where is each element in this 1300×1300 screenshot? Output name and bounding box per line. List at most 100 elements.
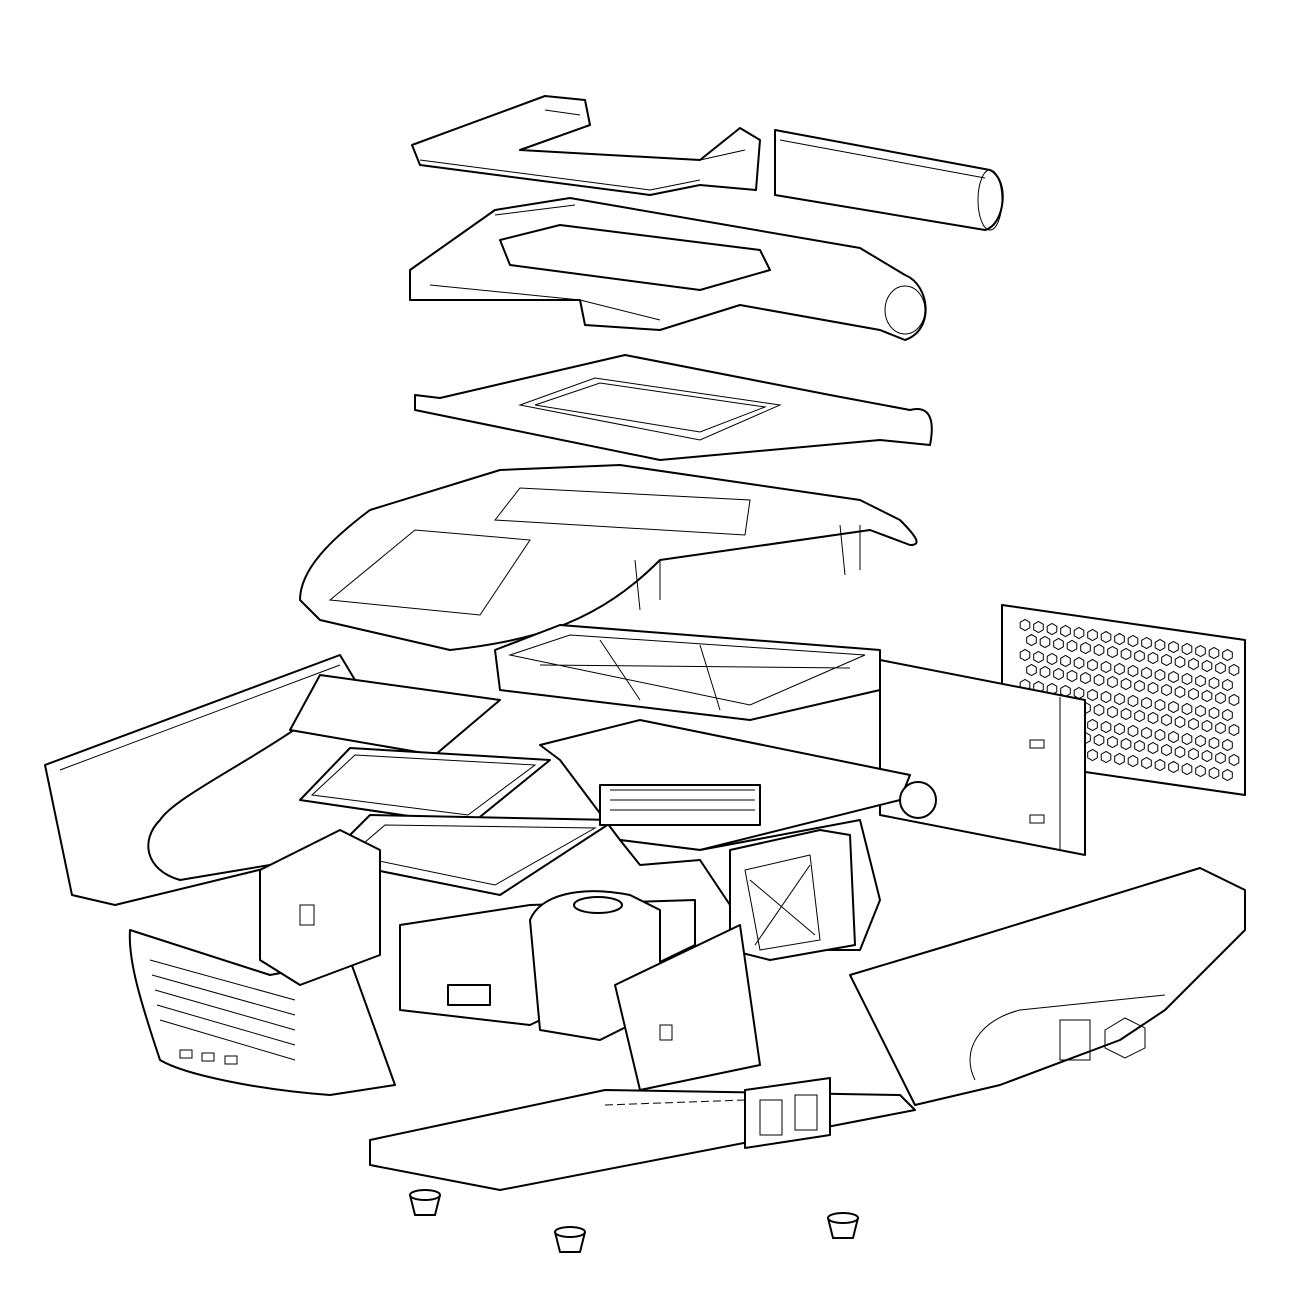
hex-hole bbox=[1127, 664, 1139, 678]
hex-hole bbox=[1053, 667, 1064, 681]
hex-hole bbox=[1046, 652, 1058, 666]
hex-hole bbox=[1168, 760, 1179, 774]
hex-hole bbox=[1080, 671, 1091, 685]
hex-hole bbox=[1087, 748, 1098, 762]
hex-hole bbox=[1147, 681, 1159, 695]
hex-hole bbox=[1141, 726, 1152, 740]
hex-hole bbox=[1201, 659, 1213, 673]
hex-hole bbox=[1127, 754, 1139, 768]
hex-hole bbox=[1141, 756, 1152, 770]
hex-hole bbox=[1120, 647, 1132, 661]
hex-hole bbox=[1073, 626, 1085, 640]
hex-hole bbox=[1120, 707, 1132, 721]
hex-hole bbox=[1141, 666, 1152, 680]
hex-hole bbox=[1222, 738, 1233, 752]
hex-hole bbox=[1222, 708, 1233, 722]
hex-hole bbox=[1215, 661, 1226, 675]
hex-hole bbox=[1154, 728, 1166, 742]
hex-hole bbox=[1215, 751, 1226, 765]
hex-hole bbox=[1033, 620, 1044, 634]
hex-hole bbox=[1161, 683, 1172, 697]
hex-hole bbox=[1201, 749, 1213, 763]
main-cover bbox=[299, 464, 918, 651]
hex-hole bbox=[1026, 633, 1037, 647]
hex-hole bbox=[1174, 655, 1186, 669]
hex-hole bbox=[1100, 660, 1112, 674]
hex-hole bbox=[1188, 717, 1199, 731]
hex-hole bbox=[1073, 656, 1085, 670]
top-cover-tube bbox=[774, 129, 1004, 231]
hex-hole bbox=[1134, 649, 1145, 663]
hex-hole bbox=[1114, 752, 1125, 766]
hex-hole bbox=[1100, 750, 1112, 764]
hex-hole bbox=[1188, 747, 1199, 761]
hex-hole bbox=[1100, 720, 1112, 734]
hex-hole bbox=[1168, 730, 1179, 744]
hex-hole bbox=[1100, 630, 1112, 644]
hex-hole bbox=[1134, 709, 1145, 723]
hex-hole bbox=[1134, 739, 1145, 753]
hex-hole bbox=[1114, 632, 1125, 646]
hex-hole bbox=[1093, 673, 1105, 687]
hex-hole bbox=[1087, 688, 1098, 702]
hex-hole bbox=[1181, 642, 1193, 656]
tray-plate bbox=[414, 354, 933, 461]
hex-hole bbox=[1228, 723, 1240, 737]
hex-hole bbox=[1188, 687, 1199, 701]
hex-hole bbox=[1168, 670, 1179, 684]
hex-hole bbox=[1147, 651, 1159, 665]
hex-hole bbox=[1107, 735, 1118, 749]
hex-hole bbox=[1087, 718, 1098, 732]
hex-hole bbox=[1222, 678, 1233, 692]
hex-hole bbox=[1154, 638, 1166, 652]
hex-hole bbox=[1228, 693, 1240, 707]
hex-hole bbox=[1080, 641, 1091, 655]
rear-plate bbox=[614, 924, 761, 1091]
hex-hole bbox=[1026, 663, 1037, 677]
hex-hole bbox=[1228, 753, 1240, 767]
hex-hole bbox=[1039, 635, 1051, 649]
hex-hole bbox=[1127, 634, 1139, 648]
hex-hole bbox=[1114, 662, 1125, 676]
hex-hole bbox=[1114, 692, 1125, 706]
glass-sheet bbox=[289, 674, 501, 756]
hex-hole bbox=[1215, 691, 1226, 705]
hex-hole bbox=[1228, 663, 1240, 677]
hex-hole bbox=[1208, 676, 1220, 690]
hex-hole bbox=[1174, 685, 1186, 699]
hex-hole bbox=[1201, 719, 1213, 733]
hex-hole bbox=[1215, 721, 1226, 735]
hex-hole bbox=[1201, 689, 1213, 703]
hex-hole bbox=[1060, 654, 1071, 668]
hex-hole bbox=[1181, 702, 1193, 716]
hex-hole bbox=[1120, 677, 1132, 691]
build-plate bbox=[299, 747, 551, 826]
hex-hole bbox=[1093, 733, 1105, 747]
hex-hole bbox=[1147, 741, 1159, 755]
hex-hole bbox=[1066, 639, 1078, 653]
hex-hole bbox=[1154, 758, 1166, 772]
hex-hole bbox=[1107, 645, 1118, 659]
hex-hole bbox=[1107, 675, 1118, 689]
hex-hole bbox=[1093, 643, 1105, 657]
hex-hole bbox=[1222, 648, 1233, 662]
hex-hole bbox=[1181, 762, 1193, 776]
hex-hole bbox=[1154, 668, 1166, 682]
hex-hole bbox=[1127, 694, 1139, 708]
hex-hole bbox=[1100, 690, 1112, 704]
hex-hole bbox=[1033, 650, 1044, 664]
hex-hole bbox=[1053, 637, 1064, 651]
base-plate bbox=[369, 1077, 916, 1191]
hex-hole bbox=[1107, 705, 1118, 719]
hex-hole bbox=[1195, 644, 1206, 658]
fan-assembly bbox=[729, 829, 856, 961]
upper-shell bbox=[409, 197, 927, 341]
hex-hole bbox=[1161, 743, 1172, 757]
hex-hole bbox=[1181, 672, 1193, 686]
hex-hole bbox=[1188, 657, 1199, 671]
front-panel-plate bbox=[259, 829, 381, 986]
hex-hole bbox=[1181, 732, 1193, 746]
hex-hole bbox=[1161, 653, 1172, 667]
hex-hole bbox=[1134, 679, 1145, 693]
hex-hole bbox=[1019, 618, 1031, 632]
